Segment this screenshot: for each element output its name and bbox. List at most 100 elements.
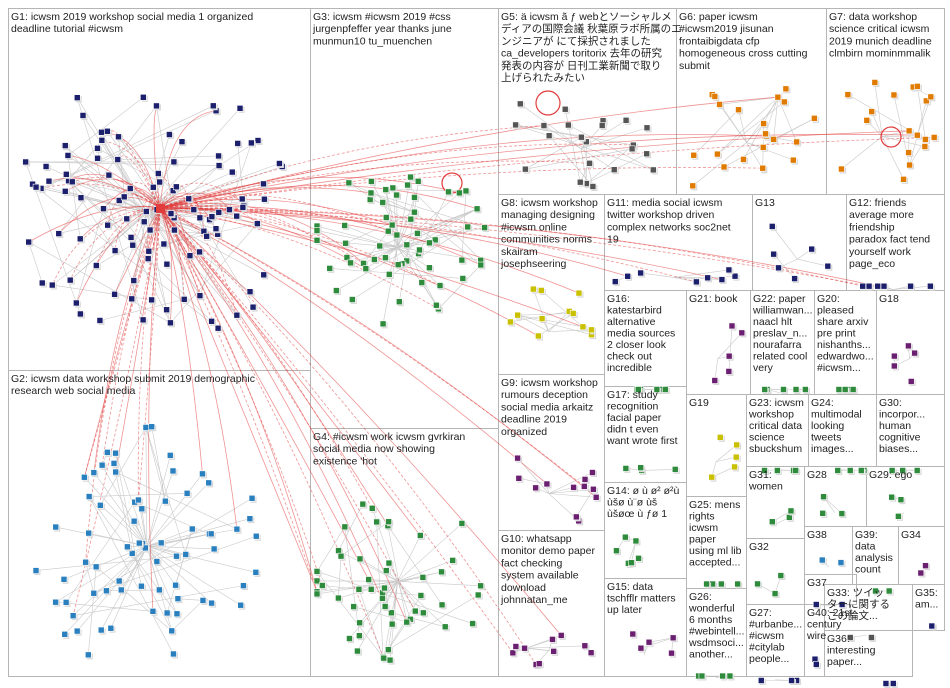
node bbox=[913, 467, 921, 474]
group-label-g28: G28 bbox=[807, 469, 827, 481]
node bbox=[313, 568, 321, 575]
node bbox=[469, 620, 476, 627]
node bbox=[150, 183, 157, 191]
group-label-line: images... bbox=[811, 443, 854, 455]
edge bbox=[673, 269, 729, 278]
edge bbox=[146, 211, 207, 237]
node bbox=[725, 266, 733, 274]
node bbox=[610, 166, 618, 173]
edge bbox=[73, 585, 244, 617]
node bbox=[838, 601, 846, 608]
edge bbox=[118, 136, 128, 219]
node bbox=[373, 518, 380, 526]
node bbox=[922, 562, 929, 569]
node bbox=[725, 352, 733, 360]
edge bbox=[715, 456, 737, 463]
node bbox=[205, 479, 213, 487]
edge-cross-group bbox=[159, 202, 258, 224]
node bbox=[407, 173, 414, 181]
group-label-line: average more bbox=[849, 209, 914, 221]
group-label-line: G27: bbox=[749, 607, 772, 619]
group-label-line: paradox fact tend bbox=[849, 234, 930, 246]
node bbox=[762, 130, 769, 138]
node bbox=[188, 525, 196, 533]
node bbox=[719, 672, 726, 680]
node bbox=[731, 272, 739, 280]
group-label-line: science critical icwsm bbox=[829, 23, 930, 35]
edge bbox=[145, 427, 166, 502]
node bbox=[512, 121, 519, 129]
node bbox=[588, 326, 595, 334]
node bbox=[561, 105, 569, 113]
node bbox=[98, 137, 106, 144]
node bbox=[738, 329, 746, 337]
node bbox=[790, 156, 797, 164]
group-label-line: friendship bbox=[849, 221, 895, 233]
edge bbox=[108, 174, 148, 213]
node bbox=[186, 252, 194, 259]
node bbox=[637, 269, 644, 277]
node bbox=[914, 131, 921, 139]
node bbox=[337, 552, 345, 560]
edge bbox=[673, 277, 697, 283]
node bbox=[780, 386, 787, 393]
group-label-line: paper bbox=[689, 534, 716, 546]
self-loop bbox=[535, 90, 561, 116]
node bbox=[341, 523, 349, 531]
edge bbox=[35, 555, 177, 571]
node bbox=[142, 424, 150, 431]
node bbox=[111, 291, 118, 298]
node bbox=[512, 643, 520, 650]
node bbox=[342, 239, 349, 247]
group-label-line: G31: bbox=[749, 469, 772, 481]
node bbox=[895, 513, 902, 520]
group-label-line: G39: bbox=[855, 529, 878, 541]
node bbox=[183, 490, 191, 497]
node bbox=[73, 627, 81, 635]
node bbox=[61, 630, 69, 638]
node bbox=[521, 644, 528, 652]
node bbox=[592, 493, 600, 501]
node bbox=[381, 603, 389, 610]
node bbox=[381, 584, 388, 592]
node bbox=[128, 550, 136, 557]
group-label-g38: G38 bbox=[807, 529, 827, 541]
group-label-g31: G31:women bbox=[748, 469, 783, 493]
node bbox=[210, 545, 218, 553]
group-label-line: social media now showing bbox=[313, 443, 435, 455]
node bbox=[530, 285, 537, 293]
node bbox=[449, 557, 456, 564]
node bbox=[414, 230, 421, 237]
node bbox=[81, 473, 88, 481]
node bbox=[110, 460, 118, 467]
node bbox=[25, 238, 32, 246]
node bbox=[438, 601, 446, 609]
node bbox=[532, 484, 539, 492]
group-labels: G1: icwsm 2019 workshop social media 1 o… bbox=[11, 11, 938, 668]
node bbox=[874, 282, 881, 290]
node bbox=[905, 127, 913, 135]
node bbox=[149, 608, 157, 615]
node bbox=[396, 298, 403, 306]
edge-cross-group bbox=[67, 155, 161, 209]
edge bbox=[338, 556, 342, 599]
edge-cross-group bbox=[159, 207, 203, 474]
node bbox=[579, 323, 587, 331]
node bbox=[261, 195, 268, 203]
hub-node bbox=[156, 204, 165, 213]
node bbox=[420, 609, 427, 617]
edge bbox=[35, 186, 219, 329]
group-label-line: G32 bbox=[749, 541, 769, 553]
group-label-line: data bbox=[855, 541, 876, 553]
group-label-line: interesting bbox=[827, 645, 876, 657]
edge bbox=[32, 183, 147, 213]
edge bbox=[383, 581, 398, 659]
group-label-line: G33: ツイッ bbox=[827, 587, 884, 599]
node bbox=[716, 434, 724, 441]
